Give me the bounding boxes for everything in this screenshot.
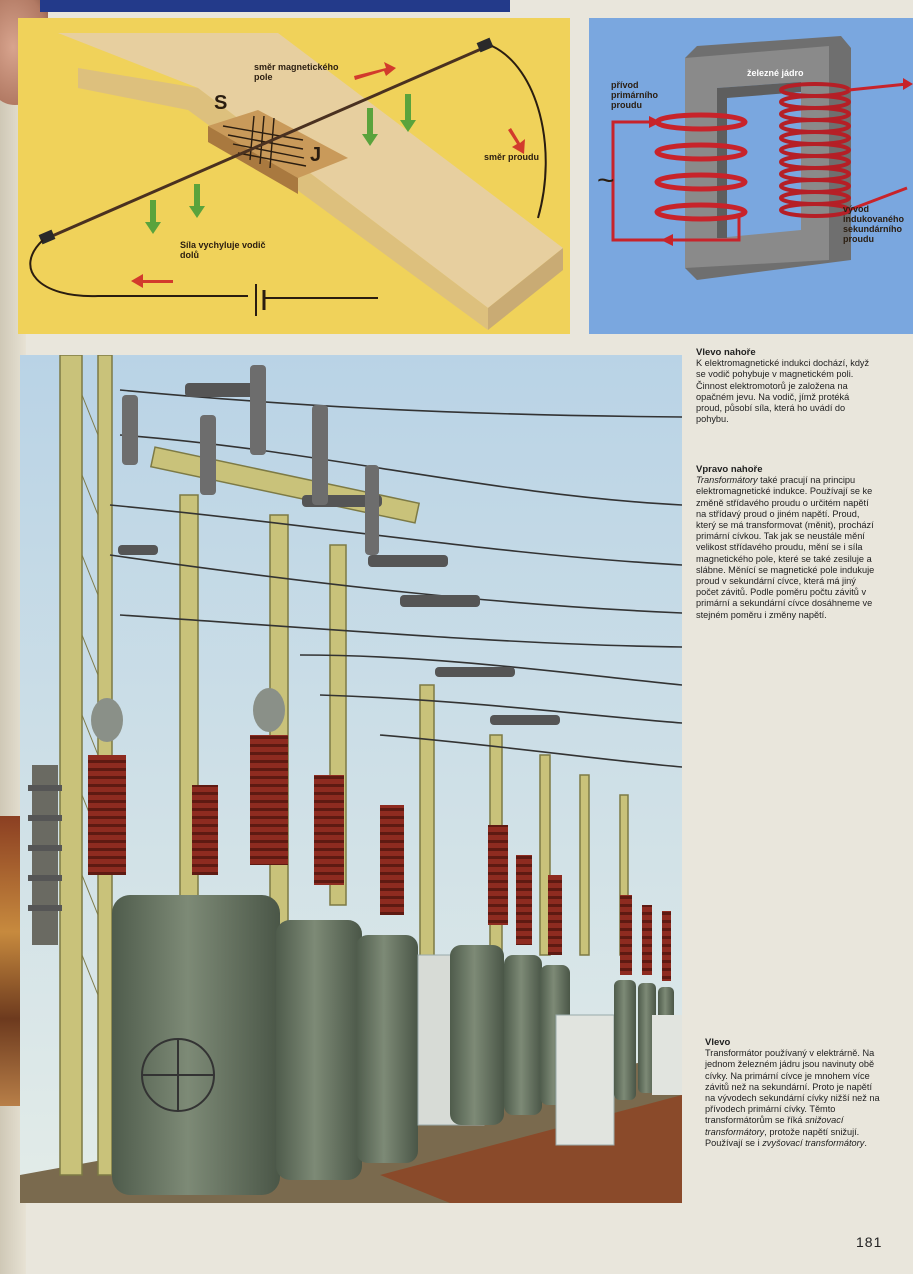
transformer-illustration xyxy=(611,36,913,280)
label-primary: přívod primárního proudu xyxy=(611,80,659,110)
motor-illustration xyxy=(29,33,563,330)
caption-top-left-text: K elektromagnetické indukci dochází, kdy… xyxy=(696,358,870,425)
north-pole-label: J xyxy=(310,144,322,166)
caption-left-heading: Vlevo xyxy=(705,1037,731,1048)
label-current-direction: směr proudu xyxy=(484,152,540,162)
page-number: 181 xyxy=(856,1234,883,1250)
caption-left-text-c: . xyxy=(864,1137,867,1148)
caption-left: Vlevo Transformátor používaný v elektrár… xyxy=(705,1037,883,1149)
top-color-strip xyxy=(40,0,510,12)
caption-top-right-text: také pracují na principu elektromagnetic… xyxy=(696,475,875,620)
caption-left-term-b: zvyšovací transformátory xyxy=(762,1137,865,1148)
ac-source-icon: ~ xyxy=(597,164,615,197)
caption-left-text-a: Transformátor používaný v elektrárně. Na… xyxy=(705,1048,880,1126)
caption-top-left: Vlevo nahoře K elektromagnetické indukci… xyxy=(696,347,876,425)
label-force: Síla vychyluje vodič dolů xyxy=(180,240,266,260)
caption-top-right: Vpravo nahoře Transformátory také pracuj… xyxy=(696,464,878,621)
label-field-direction: směr magnetického pole xyxy=(254,62,339,82)
label-core: železné jádro xyxy=(747,68,804,78)
caption-top-right-body: Transformátory také pracují na principu … xyxy=(696,475,878,621)
label-secondary: vývod indukovaného sekundárního proudu xyxy=(843,204,905,244)
caption-left-term-a: snižovací transformátory xyxy=(705,1115,844,1137)
caption-left-body: Transformátor používaný v elektrárně. Na… xyxy=(705,1048,883,1149)
caption-top-right-heading: Vpravo nahoře xyxy=(696,464,763,475)
caption-left-text-b: , protože napětí snižují. Používají se i xyxy=(705,1126,860,1148)
motor-diagram: směr magnetického pole směr proudu Síla … xyxy=(18,18,570,334)
caption-top-right-term: Transformátory xyxy=(696,475,758,486)
caption-top-left-heading: Vlevo nahoře xyxy=(696,347,756,358)
substation-drawing xyxy=(20,355,682,1203)
substation-illustration xyxy=(20,355,682,1203)
south-pole-label: S xyxy=(214,92,228,114)
transformer-diagram: přívod primárního proudu železné jádro v… xyxy=(589,18,913,334)
